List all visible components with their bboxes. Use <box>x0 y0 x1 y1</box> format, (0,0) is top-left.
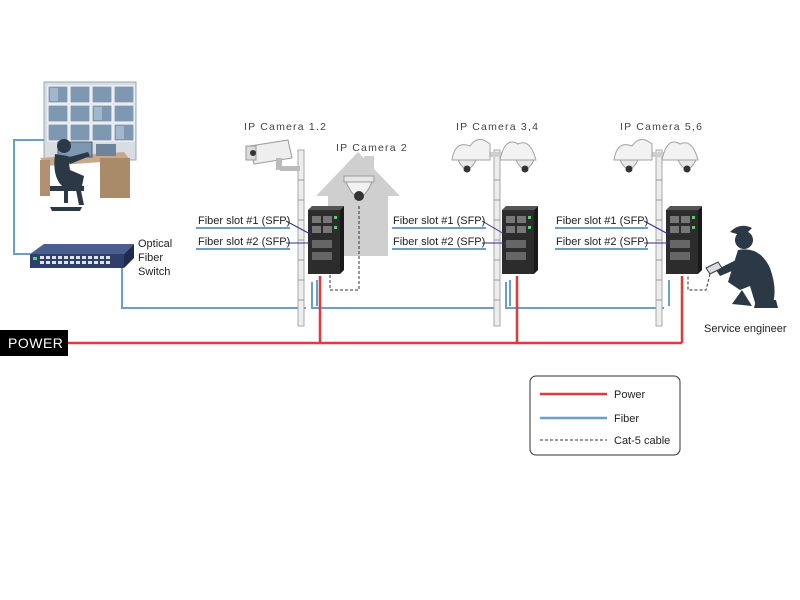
fiber-slot-lines <box>196 227 648 250</box>
camera-title-3-4: IP Camera 3,4 <box>456 121 539 133</box>
switch-label-line-2: Fiber <box>138 252 163 264</box>
pole-1 <box>297 149 305 327</box>
camera-title-1-2: IP Camera 1.2 <box>244 121 327 133</box>
power-line <box>68 276 684 345</box>
dual-dome-camera-3-4-icon <box>451 139 537 173</box>
monitor-wall-icon <box>43 81 137 161</box>
camera-title-5-6: IP Camera 5,6 <box>620 121 703 133</box>
legend: Power Fiber Cat-5 cable <box>529 375 681 456</box>
fiber-slot-2-label-a: Fiber slot #2 (SFP) <box>198 236 290 248</box>
legend-cat5-label: Cat-5 cable <box>614 435 670 447</box>
power-label-box <box>0 330 68 356</box>
operator-icon <box>50 139 90 211</box>
fiber-slot-1-label-b: Fiber slot #1 (SFP) <box>393 215 485 227</box>
dome-camera-icon <box>343 175 375 201</box>
pole-3 <box>655 149 663 327</box>
power-label: POWER <box>8 335 63 351</box>
camera-title-2: IP Camera 2 <box>336 142 408 154</box>
engineer-cat5-cable <box>687 273 711 291</box>
pole-2 <box>493 149 501 327</box>
handheld-tester-icon <box>705 261 723 275</box>
media-converter-3-icon <box>666 206 702 274</box>
fiber-trunk <box>121 268 670 309</box>
service-engineer-label: Service engineer <box>704 323 787 335</box>
switch-label-line-1: Optical <box>138 238 172 250</box>
fiber-slot-2-label-b: Fiber slot #2 (SFP) <box>393 236 485 248</box>
fiber-slot-leaders <box>285 220 671 244</box>
media-converter-2-icon <box>502 206 538 274</box>
media-converter-1-icon <box>308 206 344 274</box>
fiber-slot-2-label-c: Fiber slot #2 (SFP) <box>556 236 648 248</box>
camera-2-cat5-cable <box>329 206 360 291</box>
fiber-slot-1-label-c: Fiber slot #1 (SFP) <box>556 215 648 227</box>
bullet-camera-icon <box>245 139 300 171</box>
legend-power-label: Power <box>614 389 646 401</box>
switch-label-line-3: Switch <box>138 266 170 278</box>
optical-fiber-switch-icon <box>30 244 134 268</box>
fiber-slot-1-label-a: Fiber slot #1 (SFP) <box>198 215 290 227</box>
monitor-switch-link <box>13 139 44 255</box>
legend-fiber-label: Fiber <box>614 413 639 425</box>
service-engineer-icon <box>716 225 778 308</box>
dual-dome-camera-5-6-icon <box>613 139 699 173</box>
